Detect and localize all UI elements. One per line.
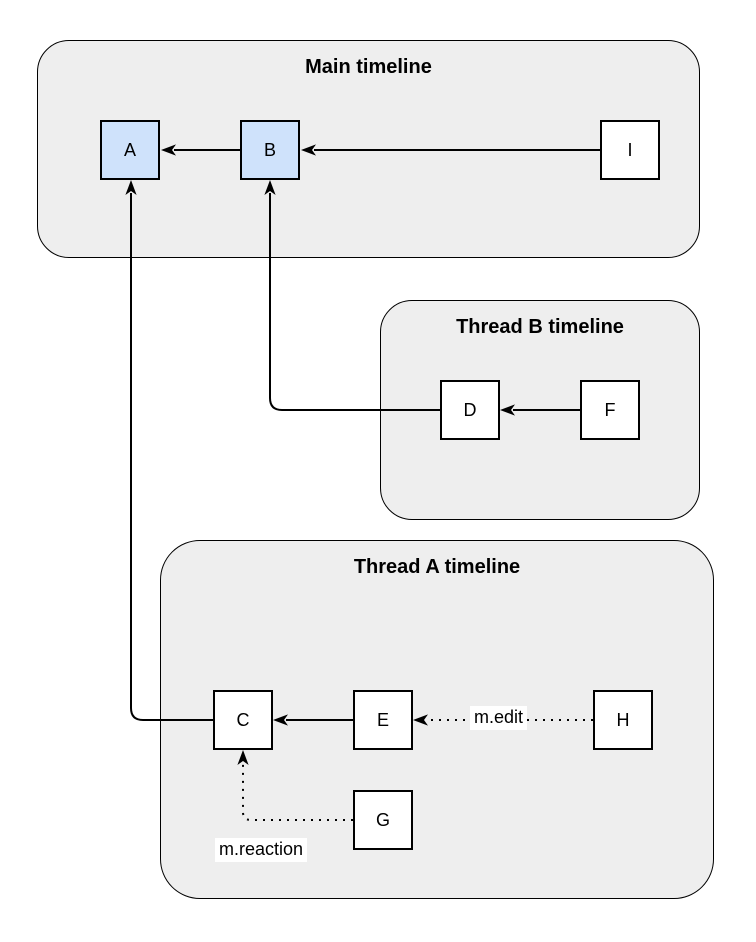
edge-b-to-a [161, 144, 240, 156]
arrowhead-left-at-b [301, 144, 316, 156]
node-B-label: B [263, 139, 276, 160]
node-I-label: I [627, 139, 633, 160]
edge-f-to-d [500, 404, 580, 416]
node-H: H [593, 690, 653, 750]
node-H-label: H [616, 709, 630, 730]
arrowhead-up-at-a [125, 180, 137, 195]
node-D: D [440, 380, 500, 440]
node-F-label: F [604, 399, 616, 420]
arrowhead-left-at-c [273, 714, 288, 726]
node-A-label: A [123, 139, 136, 160]
node-A: A [100, 120, 160, 180]
node-D-label: D [463, 399, 477, 420]
arrowhead-up-at-b [264, 180, 276, 195]
arrowhead-left-at-e [413, 714, 428, 726]
edge-d-to-b [264, 180, 440, 411]
edge-label-m-edit: m.edit [470, 706, 528, 730]
container-title-thread-a-timeline: Thread A timeline [353, 556, 521, 578]
node-E-label: E [376, 709, 389, 730]
container-title-main-timeline: Main timeline [305, 56, 432, 78]
edge-c-to-a [125, 180, 213, 721]
node-F: F [580, 380, 640, 440]
arrowhead-left-at-a [161, 144, 176, 156]
arrowhead-up-at-c [237, 750, 249, 765]
node-G-label: G [375, 809, 390, 830]
edge-label-m-reaction: m.reaction [215, 838, 308, 862]
edge-h-to-e [413, 714, 593, 726]
node-C: C [213, 690, 273, 750]
arrowhead-left-at-d [500, 404, 515, 416]
edge-g-to-c [237, 750, 353, 821]
container-title-thread-b-timeline: Thread B timeline [456, 316, 624, 338]
edge-e-to-c [273, 714, 353, 726]
node-C-label: C [236, 709, 250, 730]
node-E: E [353, 690, 413, 750]
edge-i-to-b [301, 144, 600, 156]
node-G: G [353, 790, 413, 850]
node-I: I [600, 120, 660, 180]
node-B: B [240, 120, 300, 180]
